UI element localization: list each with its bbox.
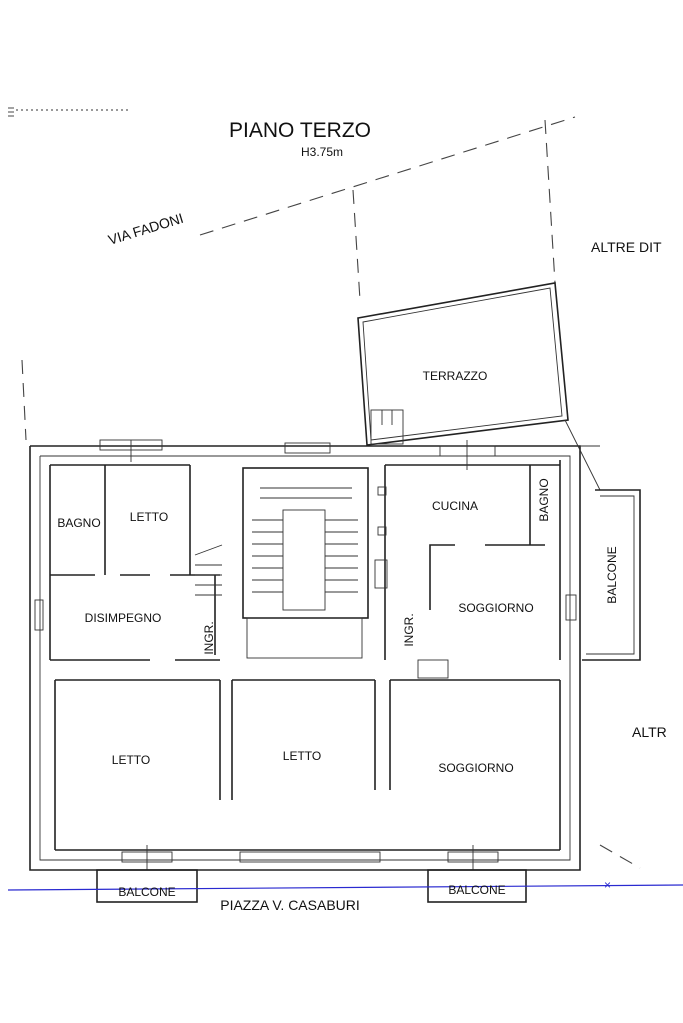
room-ingr-right: INGR. bbox=[402, 613, 416, 646]
neighbor-label-top: ALTRE DIT bbox=[591, 239, 662, 255]
interior-walls bbox=[49, 460, 561, 851]
plan-title: PIANO TERZO bbox=[229, 119, 371, 142]
terrace bbox=[357, 282, 569, 446]
balcone-bottom-left: BALCONE bbox=[118, 885, 175, 899]
building-outline bbox=[29, 419, 601, 871]
room-letto-left: LETTO bbox=[112, 753, 150, 767]
neighbor-label-right: ALTR bbox=[632, 724, 667, 740]
corner-mark bbox=[8, 107, 130, 117]
balcone-bottom-right: BALCONE bbox=[448, 883, 505, 897]
balcony-right bbox=[582, 489, 641, 661]
room-cucina: CUCINA bbox=[432, 499, 478, 513]
room-soggiorno-upper: SOGGIORNO bbox=[458, 601, 533, 615]
room-balcone-right: BALCONE bbox=[605, 546, 619, 603]
room-soggiorno-lower: SOGGIORNO bbox=[438, 761, 513, 775]
room-terrazzo: TERRAZZO bbox=[423, 369, 488, 383]
room-letto-top: LETTO bbox=[130, 510, 168, 524]
property-lines bbox=[21, 116, 641, 869]
room-ingr-left: INGR. bbox=[202, 621, 216, 654]
square-label-bottom: PIAZZA V. CASABURI bbox=[220, 897, 360, 913]
room-bagno-right: BAGNO bbox=[537, 478, 551, 521]
room-letto-center: LETTO bbox=[283, 749, 321, 763]
height-note: H3.75m bbox=[301, 145, 343, 159]
svg-text:×: × bbox=[604, 878, 611, 892]
cadastral-line: × bbox=[7, 878, 683, 892]
room-disimpegno: DISIMPEGNO bbox=[85, 611, 162, 625]
street-label-top: VIA FADONI bbox=[106, 210, 185, 248]
windows bbox=[34, 439, 577, 870]
room-bagno-left: BAGNO bbox=[57, 516, 100, 530]
